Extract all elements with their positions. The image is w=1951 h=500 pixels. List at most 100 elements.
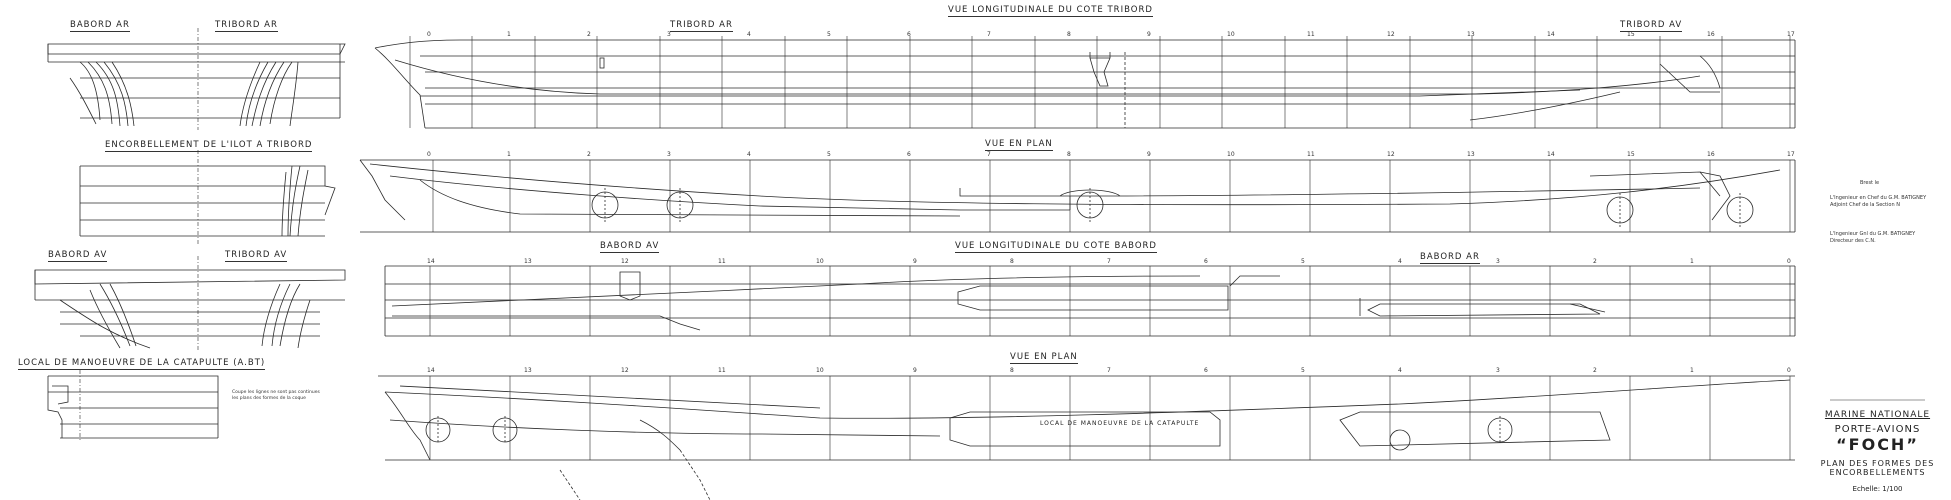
frame-top-1-10: 10 — [1227, 151, 1235, 158]
frame-bottom-0-13: 1 — [1690, 258, 1694, 265]
frame-top-1-4: 4 — [747, 151, 751, 158]
title-scale: Echelle: 1/100 — [1852, 485, 1903, 493]
section2-title: ENCORBELLEMENT DE L'ILOT A TRIBORD — [105, 140, 313, 152]
frame-top-0-11: 11 — [1307, 31, 1315, 38]
signature-block: Brest le L'Ingenieur en Chef du G.M. BAT… — [1830, 180, 1926, 245]
frame-top-0-3: 3 — [667, 31, 671, 38]
section-babord-tribord-av — [34, 256, 346, 350]
frame-top-0-1: 1 — [507, 31, 511, 38]
frame-top-1-11: 11 — [1307, 151, 1315, 158]
frame-top-0-6: 6 — [907, 31, 911, 38]
frame-top-1-6: 6 — [907, 151, 911, 158]
signature-line4: Directeur des C.N. — [1830, 238, 1876, 244]
catapult-note-line1: Coupe les lignes ne sont pas continues — [232, 390, 320, 395]
frame-top-1-5: 5 — [827, 151, 831, 158]
frame-top-1-8: 8 — [1067, 151, 1071, 158]
frame-bottom-0-3: 11 — [718, 258, 726, 265]
frame-top-1-13: 13 — [1467, 151, 1475, 158]
frame-bottom-0-14: 0 — [1787, 258, 1791, 265]
section-catapult-room — [47, 370, 219, 440]
frame-top-0-5: 5 — [827, 31, 831, 38]
frame-top-0-12: 12 — [1387, 31, 1395, 38]
frame-bottom-1-3: 11 — [718, 367, 726, 374]
frame-top-1-7: 7 — [987, 151, 991, 158]
frame-top-1-0: 0 — [427, 151, 431, 158]
frame-bottom-0-0: 14 — [427, 258, 435, 265]
tribord-av-label: TRIBORD AV — [1620, 20, 1683, 32]
section4-title: LOCAL DE MANOEUVRE DE LA CATAPULTE (A.BT… — [18, 358, 266, 370]
plan1-title: VUE EN PLAN — [985, 139, 1053, 151]
section1-left-label: BABORD AR — [70, 20, 130, 32]
frame-bottom-0-8: 6 — [1204, 258, 1208, 265]
frame-bottom-0-11: 3 — [1496, 258, 1500, 265]
signature-head: Brest le — [1860, 180, 1880, 186]
frame-top-0-10: 10 — [1227, 31, 1235, 38]
frame-bottom-1-0: 14 — [427, 367, 435, 374]
plan2-title: VUE EN PLAN — [1010, 352, 1078, 364]
frame-bottom-0-12: 2 — [1593, 258, 1597, 265]
frame-bottom-1-9: 5 — [1301, 367, 1305, 374]
frame-bottom-1-1: 13 — [524, 367, 532, 374]
frame-top-1-2: 2 — [587, 151, 591, 158]
frame-bottom-0-10: 4 — [1398, 258, 1402, 265]
top-view-title: VUE LONGITUDINALE DU COTE TRIBORD — [948, 5, 1153, 17]
frame-top-0-17: 17 — [1787, 31, 1795, 38]
title-plan: PLAN DES FORMES DES ENCORBELLEMENTS — [1820, 459, 1935, 477]
frame-top-0-4: 4 — [747, 31, 751, 38]
frame-bottom-1-4: 10 — [816, 367, 824, 374]
frame-top-0-15: 15 — [1627, 31, 1635, 38]
view-plan-top — [359, 159, 1796, 233]
frame-bottom-1-11: 3 — [1496, 367, 1500, 374]
frame-bottom-1-8: 6 — [1204, 367, 1208, 374]
frame-top-0-9: 9 — [1147, 31, 1151, 38]
frame-bottom-1-2: 12 — [621, 367, 629, 374]
catapult-note: Coupe les lignes ne sont pas continues l… — [232, 390, 320, 402]
babord-ar-label: BABORD AR — [1420, 252, 1480, 264]
frame-bottom-1-13: 1 — [1690, 367, 1694, 374]
frame-top-0-13: 13 — [1467, 31, 1475, 38]
frame-bottom-0-4: 10 — [816, 258, 824, 265]
section-encorbellement-ilot — [79, 150, 336, 245]
section3-right-label: TRIBORD AV — [225, 250, 288, 262]
frame-bottom-1-6: 8 — [1010, 367, 1014, 374]
title-block: MARINE NATIONALE PORTE-AVIONS “FOCH” PLA… — [1810, 410, 1945, 493]
signature-line1: L'Ingenieur en Chef du G.M. BATIGNEY — [1830, 195, 1927, 201]
frame-top-1-1: 1 — [507, 151, 511, 158]
frame-bottom-0-5: 9 — [913, 258, 917, 265]
title-ship-prefix: PORTE-AVIONS — [1834, 424, 1921, 435]
tribord-ar-label: TRIBORD AR — [670, 20, 733, 32]
signature-line3: L'Ingenieur Gnl du G.M. BATIGNEY — [1830, 231, 1916, 237]
section-babord-tribord-ar — [47, 28, 346, 130]
frame-bottom-0-1: 13 — [524, 258, 532, 265]
view-babord-longitudinal — [384, 265, 1796, 337]
frame-bottom-1-5: 9 — [913, 367, 917, 374]
frame-top-1-12: 12 — [1387, 151, 1395, 158]
title-marine: MARINE NATIONALE — [1824, 410, 1931, 420]
view-plan-bottom — [378, 375, 1795, 500]
frame-bottom-1-12: 2 — [1593, 367, 1597, 374]
frame-bottom-1-10: 4 — [1398, 367, 1402, 374]
frame-top-1-14: 14 — [1547, 151, 1555, 158]
signature-line2: Adjoint Chef de la Section N — [1830, 202, 1900, 208]
frame-top-1-17: 17 — [1787, 151, 1795, 158]
frame-bottom-0-7: 7 — [1107, 258, 1111, 265]
frame-top-0-0: 0 — [427, 31, 431, 38]
frame-top-0-8: 8 — [1067, 31, 1071, 38]
section3-left-label: BABORD AV — [48, 250, 108, 262]
bottom-view-title: VUE LONGITUDINALE DU COTE BABORD — [955, 241, 1157, 253]
frame-top-1-3: 3 — [667, 151, 671, 158]
view-tribord-longitudinal — [374, 36, 1796, 129]
catapult-note-line2: les plans des formes de la coque — [232, 396, 306, 401]
frame-top-0-2: 2 — [587, 31, 591, 38]
frame-bottom-0-9: 5 — [1301, 258, 1305, 265]
frame-top-0-16: 16 — [1707, 31, 1715, 38]
frame-bottom-1-14: 0 — [1787, 367, 1791, 374]
catapult-room-plan-label: LOCAL DE MANOEUVRE DE LA CATAPULTE — [1040, 420, 1200, 427]
babord-av-label: BABORD AV — [600, 241, 660, 253]
frame-top-1-16: 16 — [1707, 151, 1715, 158]
frame-top-0-7: 7 — [987, 31, 991, 38]
frame-bottom-0-6: 8 — [1010, 258, 1014, 265]
frame-bottom-0-2: 12 — [621, 258, 629, 265]
title-ship: PORTE-AVIONS “FOCH” — [1810, 424, 1945, 454]
